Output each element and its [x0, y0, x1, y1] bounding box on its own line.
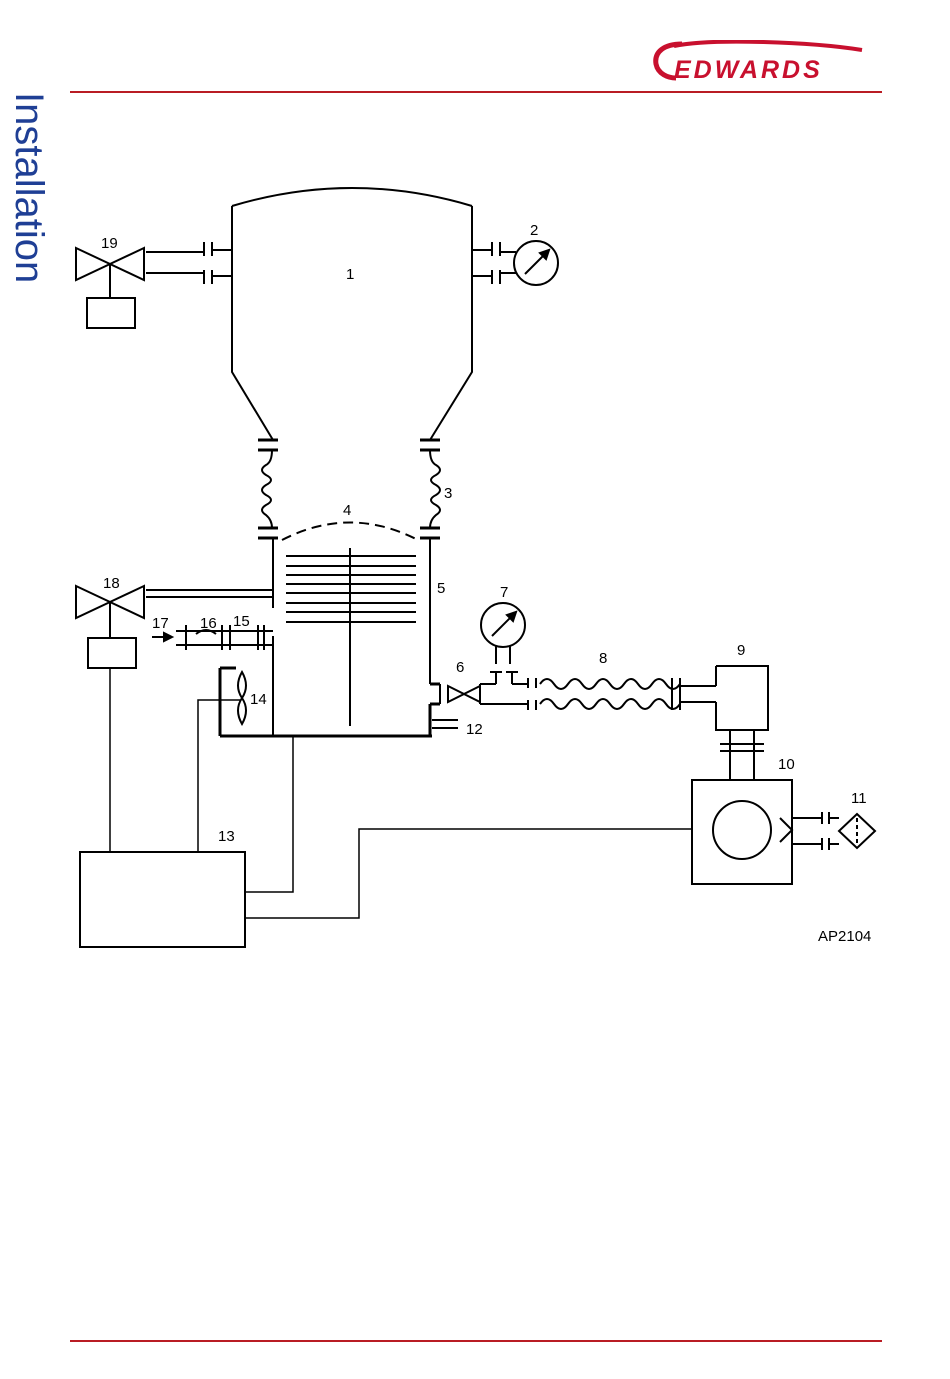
condenser-dome-4	[282, 523, 418, 727]
label-17: 17	[152, 615, 169, 632]
controller-13	[80, 668, 692, 947]
label-14: 14	[250, 691, 267, 708]
label-1: 1	[346, 266, 354, 283]
label-8: 8	[599, 650, 607, 667]
label-2: 2	[530, 222, 538, 239]
isolation-valve-19	[76, 248, 144, 328]
pressure-gauge-7	[481, 603, 525, 664]
label-12: 12	[466, 721, 483, 738]
chamber-port-left	[146, 242, 232, 284]
oil-mist-trap-9	[716, 666, 768, 780]
label-10: 10	[778, 756, 795, 773]
port-12	[432, 720, 458, 728]
label-18: 18	[103, 575, 120, 592]
vacuum-chamber	[232, 188, 472, 440]
exhaust-filter-11	[839, 814, 875, 848]
pumping-line	[480, 672, 536, 710]
fan-14	[238, 672, 246, 724]
label-9: 9	[737, 642, 745, 659]
label-7: 7	[500, 584, 508, 601]
label-16: 16	[200, 615, 217, 632]
label-19: 19	[101, 235, 118, 252]
pressure-gauge-2	[514, 241, 558, 285]
label-15: 15	[233, 613, 250, 630]
chamber-port-right	[472, 242, 516, 284]
label-11: 11	[851, 790, 867, 807]
label-6: 6	[456, 659, 464, 676]
label-13: 13	[218, 828, 235, 845]
label-4: 4	[343, 502, 351, 519]
valve-6	[440, 684, 480, 704]
label-3: 3	[444, 485, 452, 502]
vacuum-pump-10	[692, 780, 839, 884]
label-5: 5	[437, 580, 445, 597]
flexible-line-8	[540, 678, 716, 710]
figure-reference: AP2104	[818, 928, 871, 945]
